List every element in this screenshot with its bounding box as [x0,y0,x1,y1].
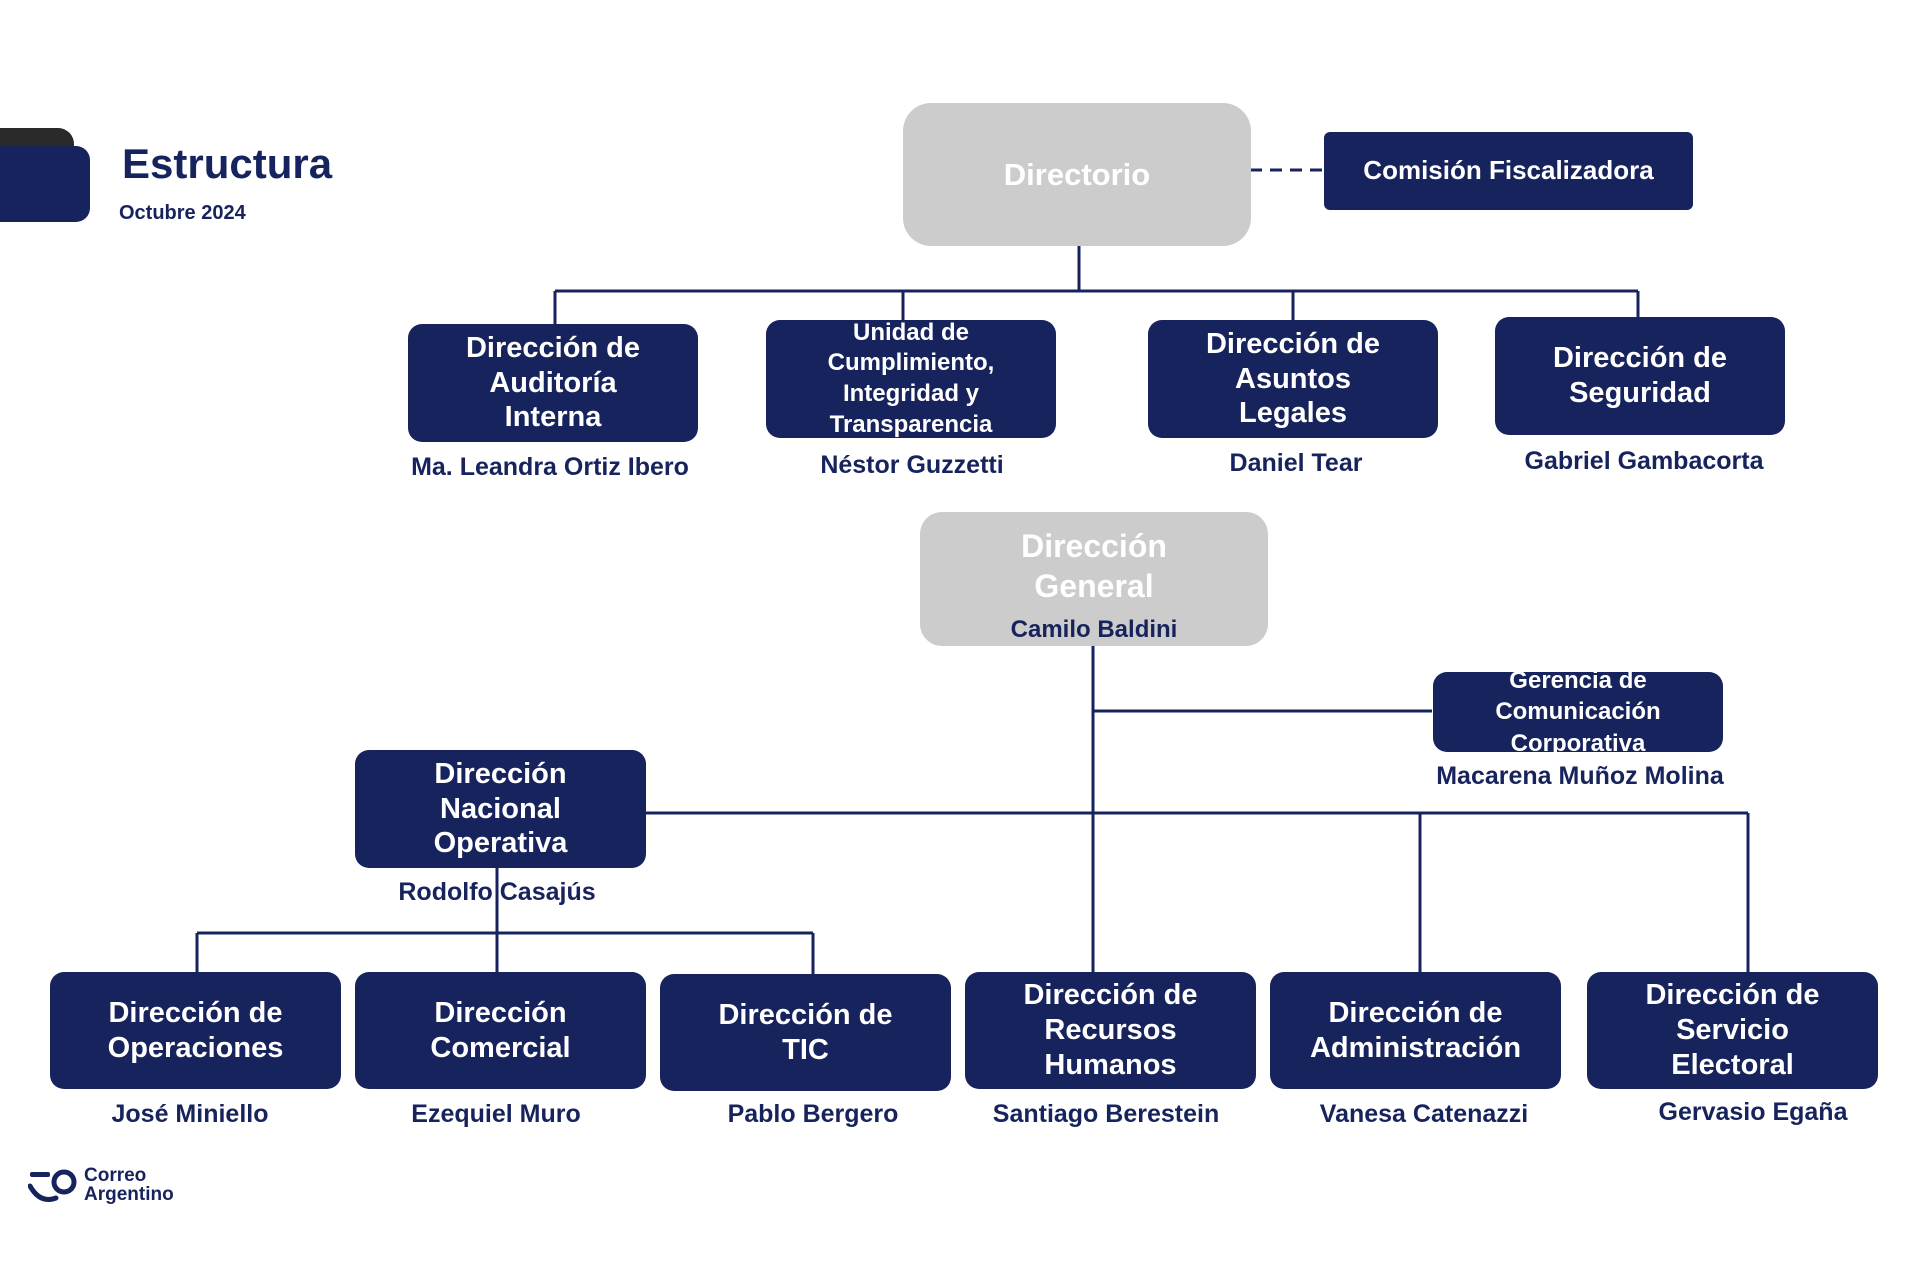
tic-head: Pablo Bergero [727,1100,899,1128]
recursos-humanos-box[interactable]: Dirección de Recursos Humanos [965,972,1256,1089]
directorio-box[interactable]: Directorio [903,103,1251,246]
auditoria-interna-head: Ma. Leandra Ortiz Ibero [411,453,689,481]
direccion-general-label: Dirección General [1021,528,1167,604]
cumplimiento-box[interactable]: Unidad de Cumplimiento, Integridad y Tra… [766,319,1056,438]
seguridad-box[interactable]: Dirección de Seguridad [1495,317,1785,435]
correo-logo-icon [27,1169,77,1202]
header-tab [0,146,90,222]
comision-fiscalizadora-box[interactable]: Comisión Fiscalizadora [1324,132,1693,210]
comercial-head: Ezequiel Muro [411,1100,581,1128]
direccion-nacional-operativa-head: Rodolfo Casajús [398,878,596,906]
administracion-box[interactable]: Dirección de Administración [1270,972,1561,1089]
tic-box[interactable]: Dirección de TIC [660,974,951,1091]
asuntos-legales-head: Daniel Tear [1229,449,1363,477]
comercial-box[interactable]: Dirección Comercial [355,972,646,1089]
page-date: Octubre 2024 [119,202,246,224]
asuntos-legales-box[interactable]: Dirección de Asuntos Legales [1148,320,1438,438]
logo-line2: Argentino [84,1184,174,1205]
direccion-general-head: Camilo Baldini [1010,616,1178,643]
seguridad-head: Gabriel Gambacorta [1524,447,1764,475]
administracion-head: Vanesa Catenazzi [1319,1100,1529,1128]
logo-wordmark: Correo Argentino [84,1166,174,1204]
direccion-general-box[interactable]: Dirección General Camilo Baldini [920,512,1268,646]
logo-line1: Correo [84,1165,147,1186]
cumplimiento-head: Néstor Guzzetti [820,451,1004,479]
page-title: Estructura [122,140,333,187]
recursos-humanos-head: Santiago Berestein [992,1100,1220,1128]
auditoria-interna-box[interactable]: Dirección de Auditoría Interna [408,324,698,442]
correo-argentino-logo: Correo Argentino [27,1164,188,1212]
direccion-nacional-operativa-box[interactable]: Dirección Nacional Operativa [355,750,646,868]
servicio-electoral-head: Gervasio Egaña [1658,1098,1848,1126]
operaciones-box[interactable]: Dirección de Operaciones [50,972,341,1089]
operaciones-head: José Miniello [111,1100,269,1128]
comunicacion-corporativa-box[interactable]: Gerencia de Comunicación Corporativa [1433,667,1723,757]
servicio-electoral-box[interactable]: Dirección de Servicio Electoral [1587,972,1878,1089]
comunicacion-corporativa-head: Macarena Muñoz Molina [1436,762,1724,790]
